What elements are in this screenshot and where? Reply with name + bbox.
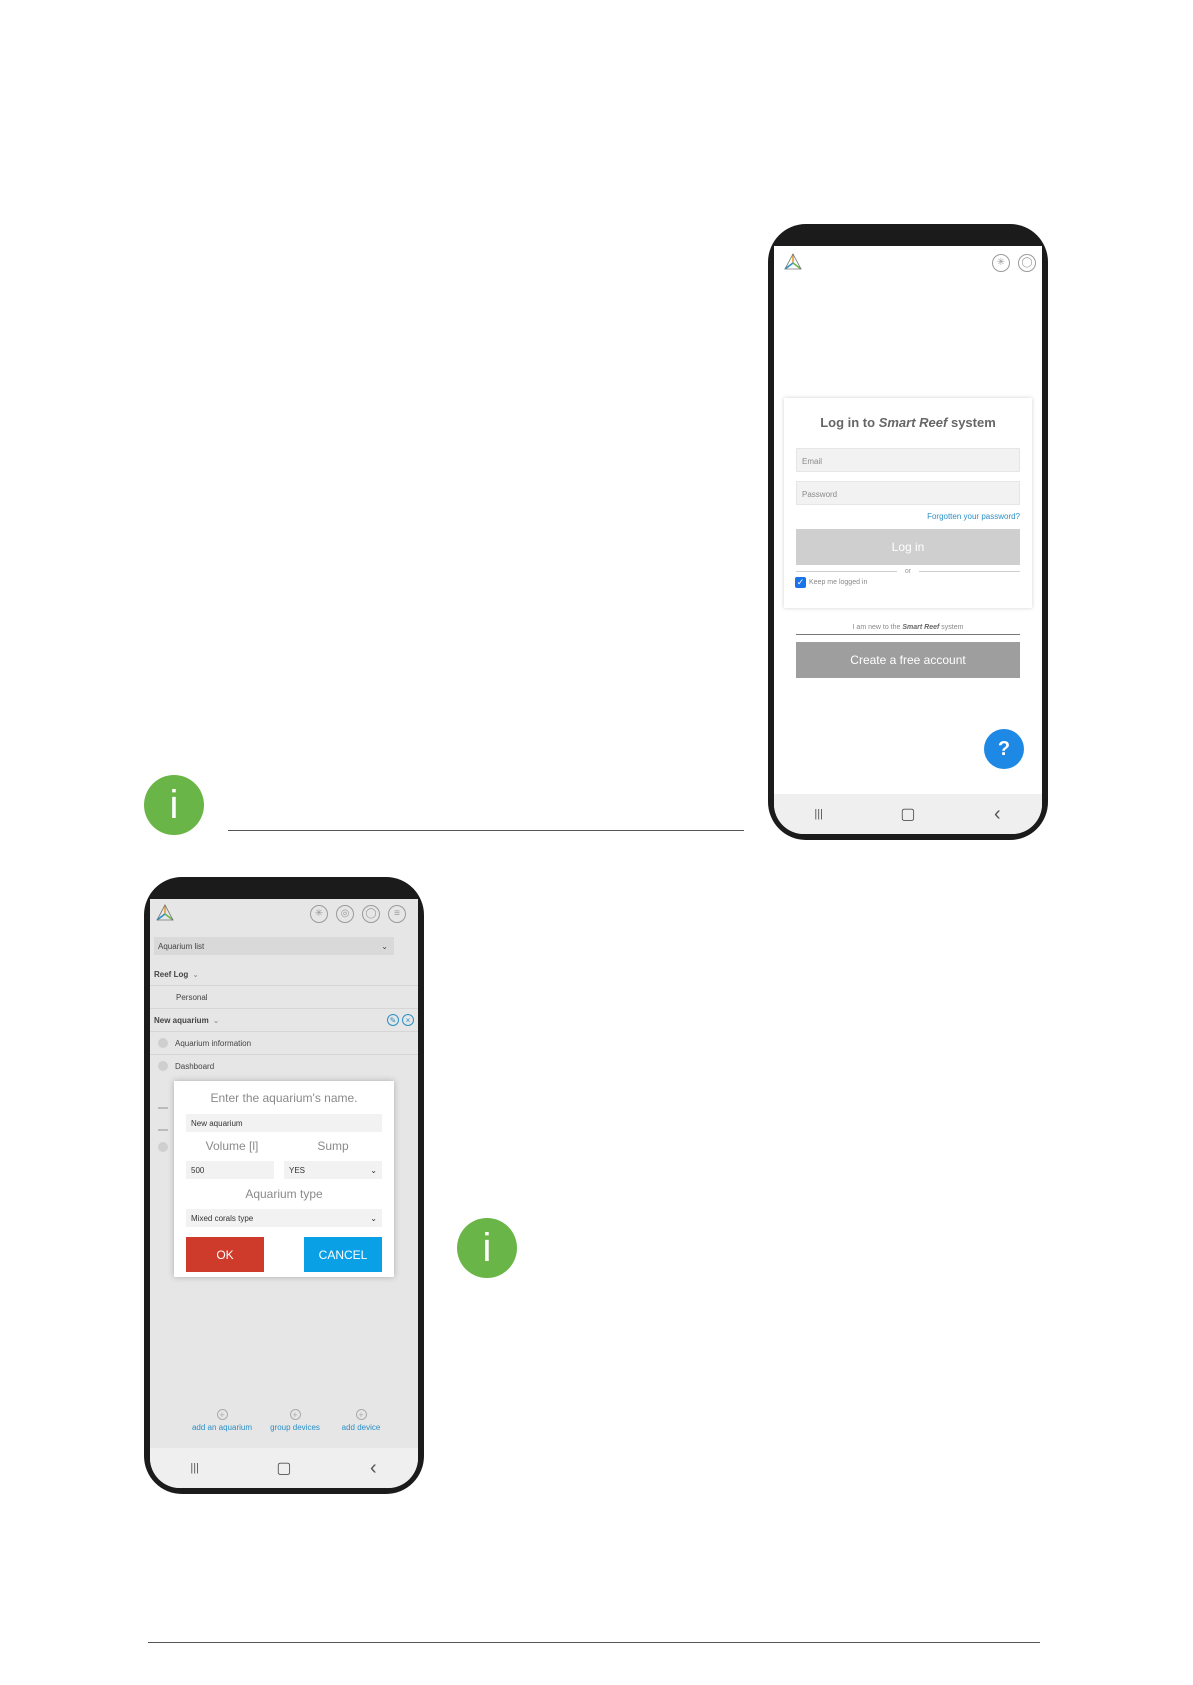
- chevron-down-icon: ⌄: [212, 1015, 220, 1025]
- back-icon[interactable]: ‹: [993, 802, 1001, 825]
- help-button[interactable]: ?: [984, 729, 1024, 769]
- sump-label: Sump: [317, 1139, 349, 1153]
- chart-icon: [158, 1121, 168, 1131]
- home-icon[interactable]: ▢: [900, 806, 916, 823]
- create-account-button[interactable]: Create a free account: [796, 642, 1020, 678]
- group-devices-button[interactable]: + group devices: [270, 1409, 320, 1432]
- android-nav-bar: ||| ▢ ‹: [774, 794, 1042, 834]
- footer-divider: [148, 1642, 1040, 1643]
- login-button[interactable]: Log in: [796, 529, 1020, 565]
- keep-logged-in-label: Keep me logged in: [809, 579, 868, 586]
- add-aquarium-button[interactable]: + add an aquarium: [191, 1409, 253, 1432]
- language-flag-icon[interactable]: ✳: [992, 254, 1010, 272]
- menu-icon[interactable]: ≡: [388, 905, 406, 923]
- volume-input[interactable]: 500: [186, 1161, 274, 1179]
- dashboard-icon: [158, 1061, 168, 1071]
- menu-item-dashboard[interactable]: Dashboard: [150, 1055, 418, 1077]
- password-field[interactable]: Password: [796, 481, 1020, 505]
- recent-apps-icon[interactable]: |||: [190, 1462, 199, 1474]
- globe-icon[interactable]: ◎: [336, 905, 354, 923]
- info-small-icon: [158, 1038, 168, 1048]
- aquarium-type-label: Aquarium type: [245, 1187, 323, 1201]
- add-device-button[interactable]: + add device: [341, 1409, 381, 1432]
- new-user-text: I am new to the Smart Reef system: [796, 624, 1020, 635]
- section-divider: [228, 830, 744, 831]
- aquarium-phone-mockup: ✳ ◎ ◯ ≡ Aquarium list ⌄ Reef Log⌄ Person…: [144, 877, 424, 1494]
- plus-icon: +: [355, 1409, 367, 1420]
- forgot-password-link[interactable]: Forgotten your password?: [927, 512, 1020, 521]
- ok-button[interactable]: OK: [186, 1237, 264, 1272]
- name-label: Enter the aquarium's name.: [210, 1091, 358, 1105]
- user-icon[interactable]: ◯: [1018, 254, 1036, 272]
- chevron-down-icon: ⌄: [192, 969, 199, 979]
- login-screen: ✳ ◯ Log in to Smart Reef system Email Pa…: [774, 246, 1042, 834]
- aquarium-screen: ✳ ◎ ◯ ≡ Aquarium list ⌄ Reef Log⌄ Person…: [150, 899, 418, 1488]
- app-logo-icon: [782, 252, 804, 277]
- chevron-down-icon: ⌄: [370, 1165, 377, 1175]
- close-icon[interactable]: ×: [402, 1014, 414, 1026]
- android-nav-bar: ||| ▢ ‹: [150, 1448, 418, 1488]
- plus-icon: +: [216, 1409, 228, 1420]
- login-phone-mockup: ✳ ◯ Log in to Smart Reef system Email Pa…: [768, 224, 1048, 840]
- password-placeholder: Password: [802, 490, 838, 499]
- back-icon[interactable]: ‹: [369, 1456, 377, 1479]
- sump-select[interactable]: YES ⌄: [284, 1161, 382, 1179]
- new-aquarium-header[interactable]: New aquarium⌄ ✎ ×: [150, 1009, 418, 1032]
- aquarium-name-input[interactable]: New aquarium: [186, 1114, 382, 1132]
- gauge-icon: [158, 1142, 168, 1152]
- volume-label: Volume [l]: [205, 1139, 259, 1153]
- info-icon: i: [457, 1218, 517, 1278]
- menu-item-aquarium-information[interactable]: Aquarium information: [150, 1032, 418, 1055]
- chart-icon: [158, 1099, 168, 1109]
- check-icon: ✓: [795, 577, 806, 588]
- chevron-down-icon: ⌄: [381, 941, 388, 951]
- login-card: Log in to Smart Reef system Email Passwo…: [784, 398, 1032, 608]
- home-icon[interactable]: ▢: [276, 1460, 292, 1477]
- personal-item[interactable]: Personal: [150, 986, 418, 1009]
- info-icon: i: [144, 775, 204, 835]
- edit-icon[interactable]: ✎: [387, 1014, 399, 1026]
- new-aquarium-dialog: Enter the aquarium's name. New aquarium …: [174, 1081, 394, 1277]
- aquarium-type-select[interactable]: Mixed corals type ⌄: [186, 1209, 382, 1227]
- cancel-button[interactable]: CANCEL: [304, 1237, 382, 1272]
- email-field[interactable]: Email: [796, 448, 1020, 472]
- email-placeholder: Email: [802, 457, 823, 466]
- user-icon[interactable]: ◯: [362, 905, 380, 923]
- chevron-down-icon: ⌄: [370, 1213, 377, 1223]
- top-bar: ✳ ◎ ◯ ≡: [150, 899, 418, 929]
- keep-logged-in-checkbox[interactable]: ✓ Keep me logged in: [795, 577, 1020, 588]
- aquarium-list-label: Aquarium list: [158, 941, 205, 951]
- group-icon: +: [289, 1409, 301, 1420]
- or-divider: or: [796, 568, 1021, 575]
- aquarium-list-select[interactable]: Aquarium list ⌄: [154, 937, 394, 955]
- login-title: Log in to Smart Reef system: [820, 415, 996, 430]
- language-flag-icon[interactable]: ✳: [310, 905, 328, 923]
- recent-apps-icon[interactable]: |||: [814, 808, 823, 820]
- reef-log-header[interactable]: Reef Log⌄: [150, 963, 418, 986]
- app-logo-icon: [154, 903, 176, 928]
